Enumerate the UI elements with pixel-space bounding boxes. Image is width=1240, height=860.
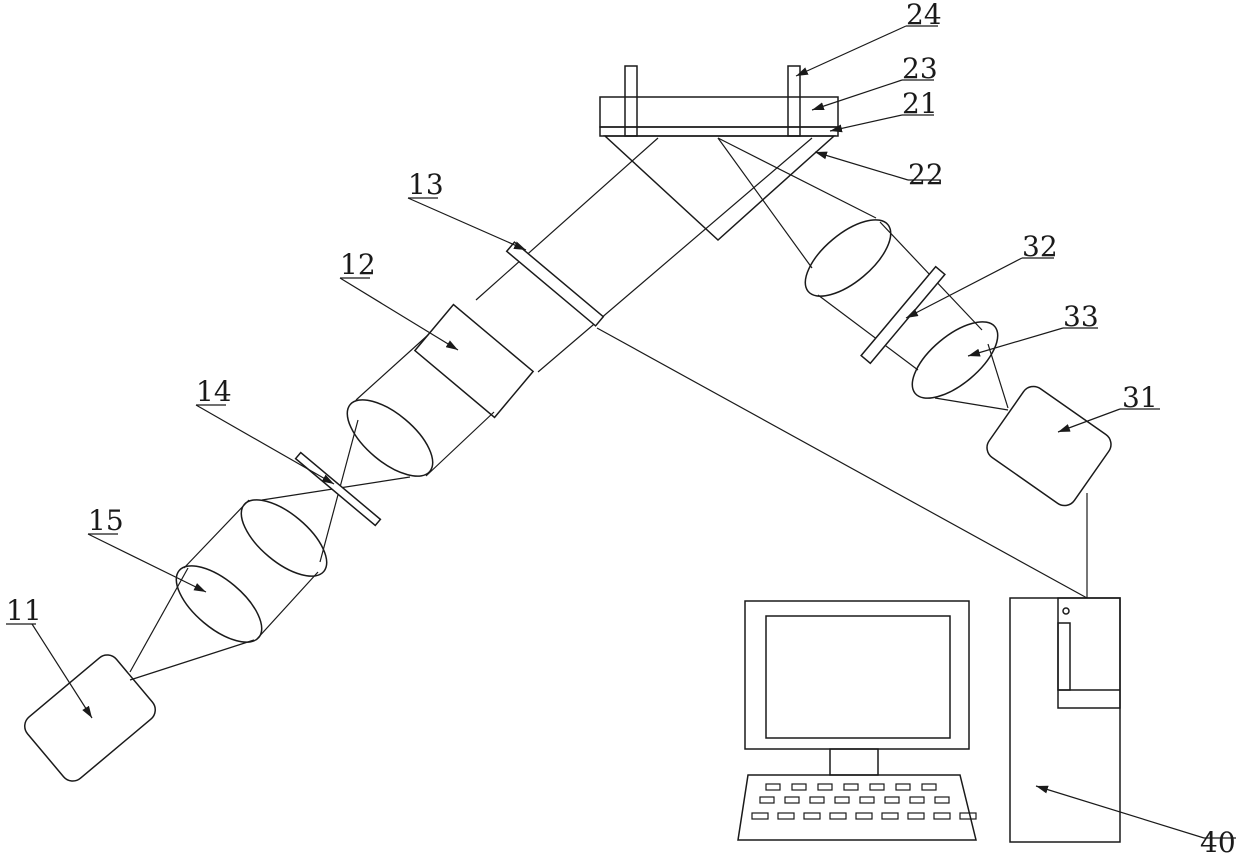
keyboard-key — [859, 796, 875, 804]
label-15: 15 — [88, 504, 124, 537]
reflected-rays — [717, 137, 877, 269]
source-cone-rays — [129, 567, 255, 681]
keyboard-key — [751, 812, 769, 820]
keyboard-key — [959, 812, 977, 820]
label-40: 40 — [1200, 826, 1236, 859]
channel-24-right — [787, 65, 801, 137]
modulator-12 — [413, 303, 535, 419]
keyboard-key — [934, 796, 950, 804]
channel-24-left — [624, 65, 638, 137]
keyboard-key — [829, 812, 847, 820]
leader-32 — [905, 257, 1023, 319]
detection-beam — [817, 221, 983, 371]
collimating-lens-15 — [175, 565, 263, 643]
keyboard-key — [777, 812, 795, 820]
polarizer-13 — [505, 241, 605, 327]
cable-polarizer-to-computer — [596, 327, 1088, 599]
leader-15 — [87, 533, 207, 593]
leader-12 — [339, 277, 459, 351]
label-24: 24 — [906, 0, 942, 31]
computer-tower-40 — [1009, 597, 1121, 843]
keyboard-key — [921, 783, 937, 791]
objective-lens — [804, 219, 892, 297]
label-12: 12 — [340, 248, 376, 281]
keyboard-key — [869, 783, 885, 791]
collimated-beam-1 — [183, 499, 319, 641]
keyboard-key — [784, 796, 800, 804]
beam-to-prism — [475, 137, 813, 373]
keyboard-key — [809, 796, 825, 804]
keyboard-key — [909, 796, 925, 804]
pinhole-14 — [294, 451, 382, 527]
label-13: 13 — [408, 168, 444, 201]
leader-33 — [967, 327, 1064, 357]
label-33: 33 — [1063, 300, 1099, 333]
leader-13 — [407, 197, 527, 251]
leader-22 — [814, 151, 909, 181]
keyboard-key — [817, 783, 833, 791]
leader-23 — [811, 79, 903, 111]
keyboard-key — [881, 812, 899, 820]
keyboard-key — [834, 796, 850, 804]
label-21: 21 — [902, 87, 938, 120]
label-23: 23 — [902, 52, 938, 85]
analyzer-32 — [860, 265, 946, 365]
leader-24 — [795, 25, 907, 77]
keyboard-key — [895, 783, 911, 791]
label-22: 22 — [908, 158, 944, 191]
collimated-beam-2 — [355, 334, 495, 477]
leader-14 — [195, 404, 335, 485]
label-14: 14 — [196, 375, 232, 408]
keyboard-key — [907, 812, 925, 820]
prism-22 — [603, 135, 836, 242]
label-31: 31 — [1122, 381, 1158, 414]
keyboard-key — [933, 812, 951, 820]
focusing-lens — [240, 499, 328, 577]
imaging-lens-33 — [911, 321, 999, 399]
leader-31 — [1057, 408, 1121, 433]
keyboard — [737, 774, 977, 841]
converging-rays — [934, 343, 1009, 411]
stage-surface-21 — [599, 126, 839, 137]
leader-21 — [829, 114, 903, 133]
light-source-11 — [24, 654, 156, 782]
detector-31 — [986, 385, 1112, 507]
keyboard-key — [843, 783, 859, 791]
monitor — [744, 600, 970, 776]
keyboard-key — [855, 812, 873, 820]
keyboard-key — [884, 796, 900, 804]
label-underlines — [6, 25, 1236, 839]
leader-arrows — [31, 25, 1205, 839]
keyboard-key — [791, 783, 807, 791]
leader-11 — [31, 623, 93, 719]
leader-40 — [1035, 785, 1205, 839]
keyboard-key — [759, 796, 775, 804]
sample-cell-23 — [599, 96, 839, 128]
relay-lens — [346, 399, 434, 477]
label-11: 11 — [6, 594, 42, 627]
keyboard-key — [803, 812, 821, 820]
label-32: 32 — [1022, 230, 1058, 263]
keyboard-key — [765, 783, 781, 791]
keyboard-keys — [751, 783, 977, 820]
